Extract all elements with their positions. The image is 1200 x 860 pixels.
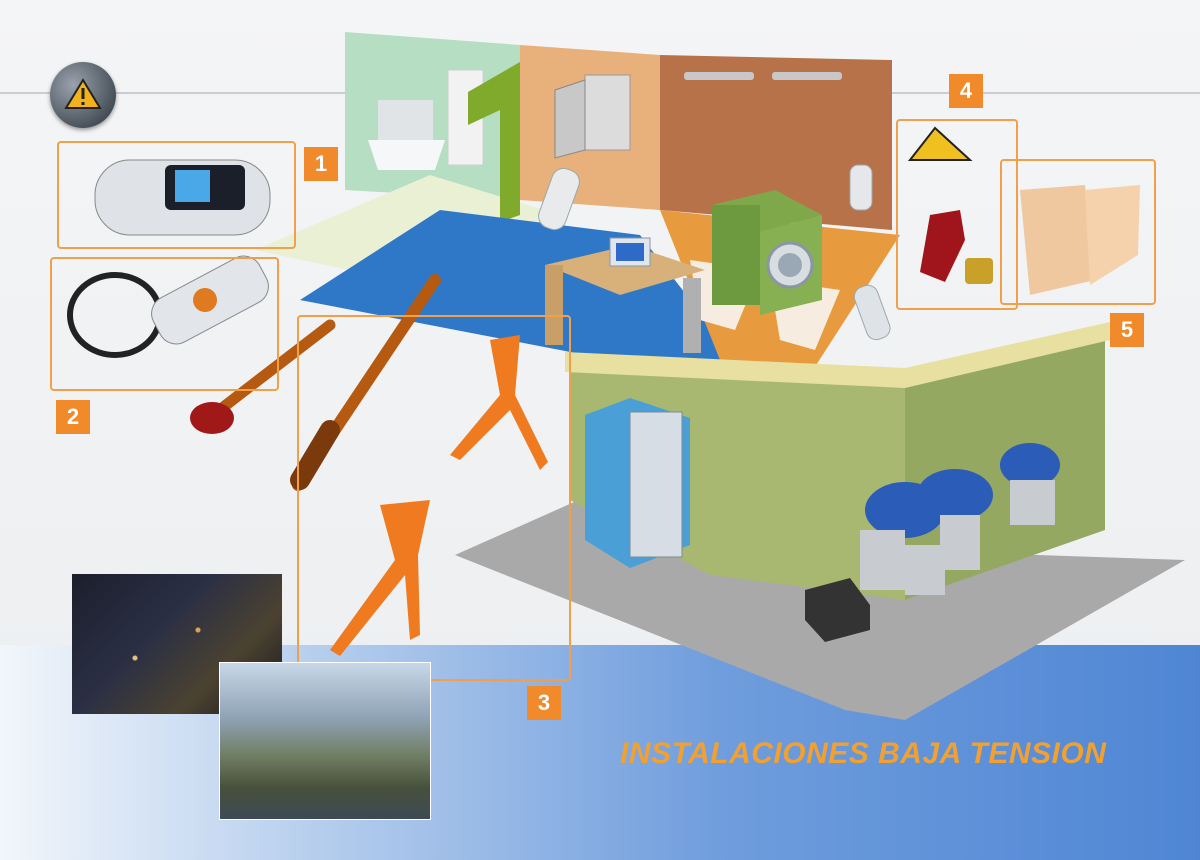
warning-triangle-icon bbox=[64, 78, 102, 109]
page-title: INSTALACIONES BAJA TENSION bbox=[620, 737, 1107, 770]
callout-frame-1 bbox=[57, 141, 296, 249]
callout-frame-5 bbox=[1000, 159, 1156, 305]
warning-badge bbox=[50, 62, 116, 128]
callout-frame-4 bbox=[896, 119, 1018, 310]
callout-number-1: 1 bbox=[304, 147, 338, 181]
callout-number-2: 2 bbox=[56, 400, 90, 434]
callout-number-3: 3 bbox=[527, 686, 561, 720]
callout-frame-2 bbox=[50, 257, 279, 391]
callout-number-4: 4 bbox=[949, 74, 983, 108]
modern-building-photo bbox=[220, 663, 430, 819]
callout-number-5: 5 bbox=[1110, 313, 1144, 347]
callout-frame-3 bbox=[297, 315, 571, 681]
